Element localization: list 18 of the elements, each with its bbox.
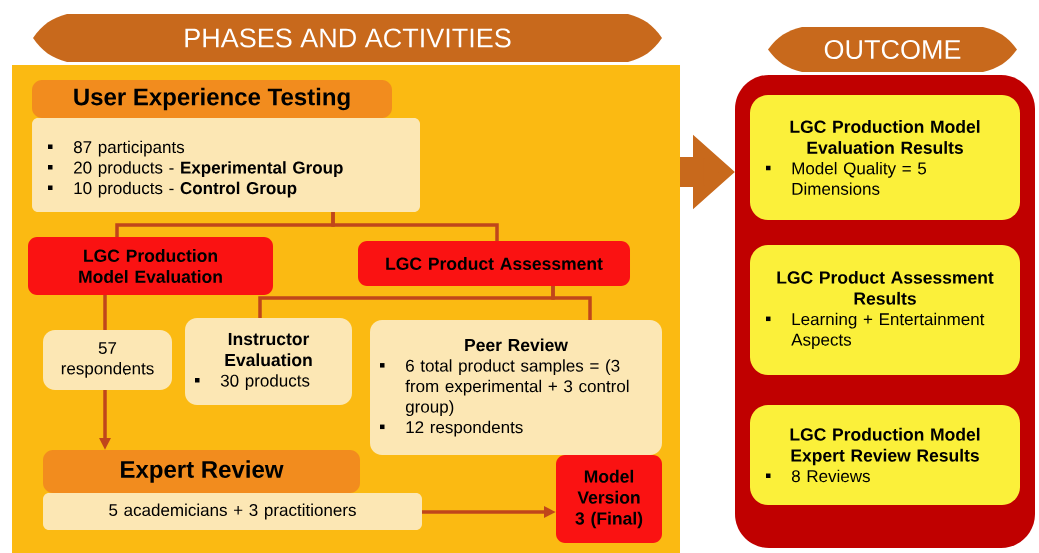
connector-line [331,212,499,241]
bullet-list-box: 87 participants 20 products - Experimental Group 10 products - Control Group [32,118,420,212]
connector-line [551,286,592,320]
header-tab: Expert Review [43,450,360,493]
text-box: Instructor Evaluation 30 products [185,318,352,405]
result-box: LGC Production Model Expert Review Results 8 Reviews [750,405,1020,505]
process-box: LGC Product Assessment [358,241,630,286]
result-box: LGC Product Assessment Results Learning + Entertainment Aspects [750,245,1020,375]
text-box: 57 respondents [43,330,172,390]
process-box: LGC Production Model Evaluation [28,237,273,295]
header-tab: User Experience Testing [32,80,392,118]
banner: OUTCOME [768,27,1017,72]
text-box: Peer Review 6 total product samples = (3 from experimental + 3 control group) 12 respondents [370,320,662,455]
text-box: 5 academicians + 3 practitioners [43,493,422,530]
result-box: LGC Production Model Evaluation Results Model Quality = 5 Dimensions [750,95,1020,220]
banner: PHASES AND ACTIVITIES [33,14,662,62]
process-box: Model Version 3 (Final) [556,455,662,543]
connector-line [103,295,107,330]
